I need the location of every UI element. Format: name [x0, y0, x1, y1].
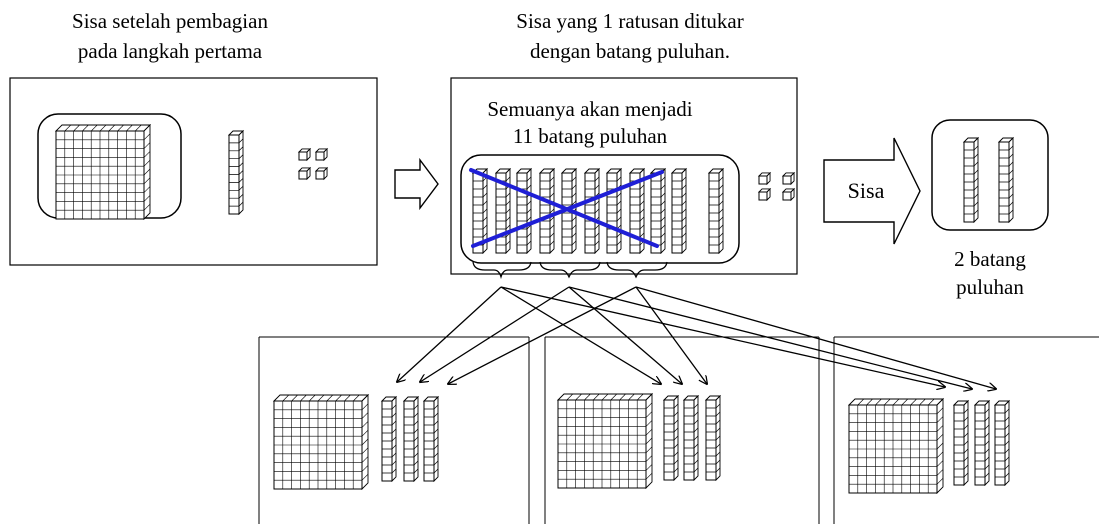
brace-group1	[472, 261, 532, 280]
step1-title-line2: pada langkah pertama	[77, 39, 263, 63]
ones-cube	[781, 187, 796, 202]
group3-hundreds-flat	[847, 397, 945, 495]
ones-cube	[757, 187, 772, 202]
arrow-3a	[448, 286, 637, 384]
group2-hundreds-flat	[556, 392, 654, 490]
exchanged-tens-rod	[707, 167, 725, 255]
exchanged-tens-rod	[583, 167, 601, 255]
remainder-frame	[931, 119, 1049, 231]
remaining-tens-rod	[962, 136, 980, 224]
arrow-1a	[397, 286, 502, 382]
arrow-2b	[568, 286, 682, 384]
ones-cube	[297, 166, 312, 181]
arrow-1b	[500, 286, 661, 384]
arrow-2c	[568, 286, 972, 389]
step2-title-line2: dengan batang puluhan.	[529, 39, 731, 63]
exchanged-tens-rod	[560, 167, 578, 255]
arrow-3c	[635, 286, 996, 389]
ones-cube	[757, 171, 772, 186]
group2-tens-rod	[682, 394, 700, 482]
group1-tens-rod	[422, 395, 440, 483]
exchanged-tens-rod	[605, 167, 623, 255]
exchange-caption-line2: 11 batang puluhan	[512, 124, 668, 148]
group1-hundreds-flat	[272, 393, 370, 491]
ones-cube	[314, 147, 329, 162]
group2-tens-rod	[662, 394, 680, 482]
remaining-tens-rod	[997, 136, 1015, 224]
step1-title-line1: Sisa setelah pembagian	[72, 9, 268, 33]
group3-tens-rod	[952, 399, 970, 487]
arrow-1c	[500, 286, 945, 387]
group3-tens-rod	[993, 399, 1011, 487]
exchanged-tens-rod	[538, 167, 556, 255]
sisa-arrow-label: Sisa	[847, 178, 885, 203]
exchanged-tens-rod	[471, 167, 489, 255]
arrow-3b	[635, 286, 707, 384]
group2-tens-rod	[704, 394, 722, 482]
exchanged-tens-rod	[670, 167, 688, 255]
ones-cube	[781, 171, 796, 186]
exchanged-tens-rod	[628, 167, 646, 255]
tens-rod	[227, 129, 245, 216]
sisa-hollow-arrow-icon	[823, 137, 921, 245]
group1-tens-rod	[402, 395, 420, 483]
exchange-caption-line1: Semuanya akan menjadi	[487, 97, 693, 121]
step1-frame	[9, 77, 378, 266]
brace-group3	[606, 261, 668, 279]
ones-cube	[297, 147, 312, 162]
cross-line-2	[471, 170, 664, 248]
hollow-arrow-icon	[394, 157, 439, 211]
step2-title-line1: Sisa yang 1 ratusan ditukar	[516, 9, 744, 33]
exchanged-tens-rod	[649, 167, 667, 255]
exchanged-tens-rod	[515, 167, 533, 255]
arrow-2a	[420, 286, 570, 382]
step2-frame	[450, 77, 798, 275]
brace-group2	[539, 261, 601, 279]
ones-cube	[314, 166, 329, 181]
group1-tens-rod	[380, 395, 398, 483]
hundreds-flat	[54, 123, 152, 221]
group3-tens-rod	[973, 399, 991, 487]
remainder-caption-line2: puluhan	[956, 275, 1024, 299]
cross-line-1	[469, 168, 659, 248]
remainder-caption-line1: 2 batang	[954, 247, 1026, 271]
